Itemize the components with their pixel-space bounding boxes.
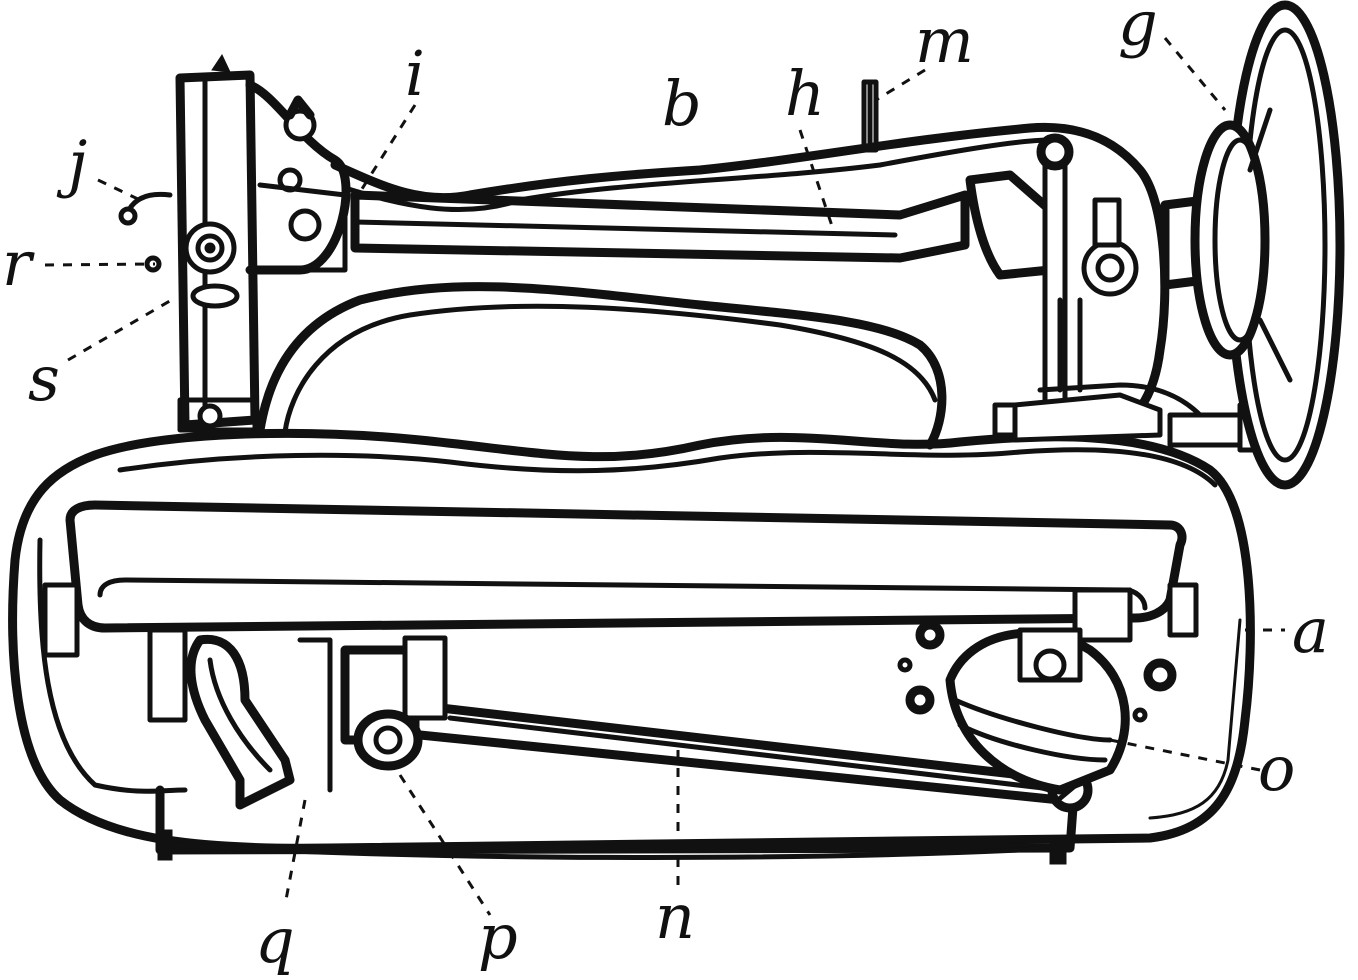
label-n: n: [655, 880, 695, 953]
label-q: q: [255, 904, 295, 977]
leader-o: [1109, 738, 1261, 772]
handwheel: [1160, 0, 1345, 490]
label-i: i: [405, 37, 425, 110]
leader-i: [353, 104, 417, 201]
label-j: j: [56, 127, 87, 200]
label-a: a: [1292, 594, 1329, 667]
label-p: p: [478, 900, 518, 973]
leader-h: [798, 129, 837, 236]
front-rail: [42, 500, 1199, 658]
leader-r: [44, 262, 156, 267]
bed-underside: [155, 775, 1080, 865]
label-b: b: [662, 67, 702, 140]
underside-mechanism: [147, 620, 1177, 813]
machine-arm: [330, 79, 1170, 435]
head-upright: [118, 53, 351, 433]
label-o: o: [1258, 732, 1295, 805]
leader-j: [97, 178, 141, 202]
labels: a b g h i j m n o p q r s: [2, 0, 1329, 977]
leader-g: [1163, 37, 1227, 111]
leader-lines: [44, 37, 1285, 916]
label-s: s: [28, 342, 60, 415]
label-m: m: [915, 4, 974, 77]
arm-throat: [255, 282, 947, 450]
label-r: r: [2, 227, 35, 300]
leader-s: [67, 296, 176, 362]
label-g: g: [1118, 0, 1158, 60]
label-h: h: [785, 57, 825, 130]
